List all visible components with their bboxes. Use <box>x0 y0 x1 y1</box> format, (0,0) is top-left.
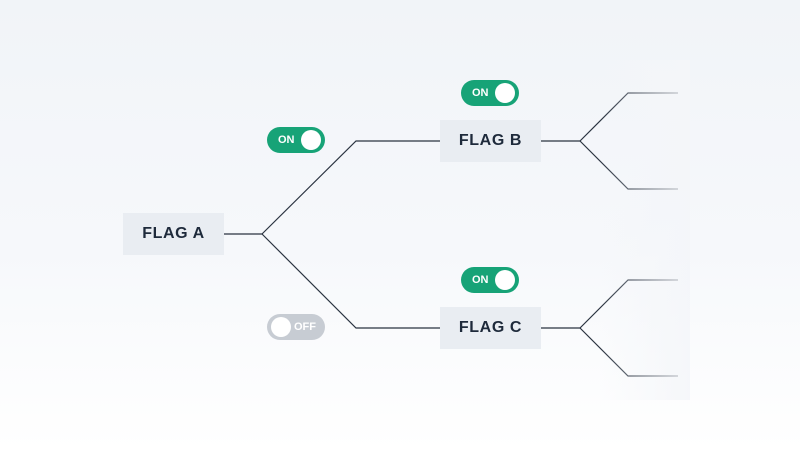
toggle-flag-a-to-b-label: ON <box>278 134 295 146</box>
toggle-knob <box>495 83 515 103</box>
toggle-flag-b-label: ON <box>472 87 489 99</box>
toggle-flag-c[interactable]: ON <box>461 267 519 293</box>
node-flag-a[interactable]: FLAG A <box>123 213 224 255</box>
edge-flag-a-to-flag-c <box>261 233 440 329</box>
node-flag-b[interactable]: FLAG B <box>440 120 541 162</box>
edge-flag-a-to-flag-b <box>261 140 440 235</box>
right-fade-overlay <box>600 60 690 400</box>
node-flag-c[interactable]: FLAG C <box>440 307 541 349</box>
toggle-knob <box>271 317 291 337</box>
toggle-flag-a-to-b[interactable]: ON <box>267 127 325 153</box>
toggle-flag-a-to-c-label: OFF <box>294 321 316 333</box>
toggle-flag-a-to-c[interactable]: OFF <box>267 314 325 340</box>
node-flag-a-label: FLAG A <box>142 225 205 242</box>
toggle-flag-b[interactable]: ON <box>461 80 519 106</box>
node-flag-c-label: FLAG C <box>458 319 523 336</box>
node-flag-b-label: FLAG B <box>458 132 523 149</box>
toggle-knob <box>301 130 321 150</box>
toggle-knob <box>495 270 515 290</box>
toggle-flag-c-label: ON <box>472 274 489 286</box>
